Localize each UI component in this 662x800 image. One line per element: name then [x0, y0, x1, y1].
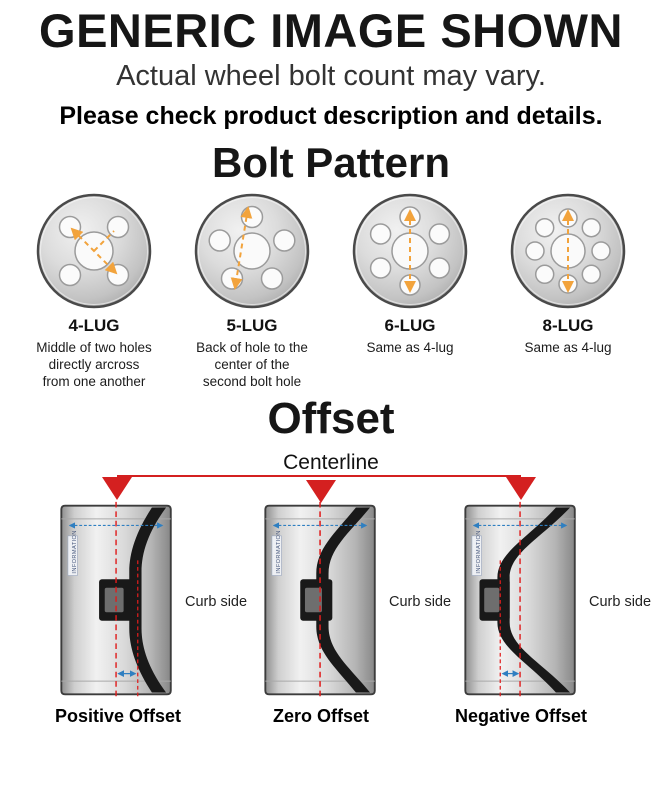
wheel-sticker [67, 535, 78, 576]
curb-side-label: Curb side [389, 593, 452, 610]
lug-description: Middle of two holes directly arcross fro… [36, 339, 152, 389]
wheel-sticker [471, 535, 482, 576]
zero-offset-label: Zero Offset [272, 705, 370, 726]
centerline-arrow-icon [306, 479, 336, 503]
lug-figure-5: 5-LUG Back of hole to the center of the … [181, 191, 323, 390]
hub-slot [104, 587, 124, 613]
offset-section: Offset Centerline INFORMATION [0, 394, 662, 736]
lug-figure-4: 4-LUG Middle of two holes directly arcro… [23, 191, 165, 390]
wheel-highlight [198, 196, 306, 305]
spoke-cross-section [316, 507, 371, 693]
offset-title: Offset [267, 393, 395, 443]
lug-row: 4-LUG Middle of two holes directly arcro… [0, 191, 662, 390]
centerline-arrow-icon [102, 476, 132, 500]
lug-figure-6: 6-LUG Same as 4-lug [339, 191, 481, 390]
curb-side-label: Curb side [185, 593, 248, 610]
wheel-6-lug-illustration [352, 193, 468, 309]
page-note: Please check product description and det… [59, 101, 603, 130]
negative-offset-label: Negative Offset [454, 705, 588, 726]
measurement-lines [230, 205, 253, 290]
lug-figure-8: 8-LUG Same as 4-lug [497, 191, 639, 390]
wheel-5-lug-illustration [194, 193, 310, 309]
measurement-lines [70, 227, 118, 275]
wheel-highlight [356, 196, 464, 305]
lug-label: 5-LUG [226, 315, 278, 335]
bolt-pattern-title: Bolt Pattern [211, 138, 450, 186]
positive-offset-wheel-illustration: INFORMATION [60, 501, 172, 698]
positive-offset-label: Positive Offset [54, 705, 182, 726]
hub-slot [304, 587, 322, 613]
page-title: GENERIC IMAGE SHOWN [39, 4, 623, 57]
lug-description: Same as 4-lug [524, 339, 612, 355]
lug-label: 4-LUG [68, 315, 120, 335]
lug-description: Same as 4-lug [366, 339, 454, 355]
lug-holes [58, 215, 130, 287]
wheel-4-lug-illustration [36, 193, 152, 309]
wheel-8-lug-illustration [510, 193, 626, 309]
wheel-sticker-text: INFORMATION [476, 530, 482, 573]
bolt-pattern-section: Bolt Pattern 4-LUG [0, 139, 662, 390]
hub-slot [484, 587, 500, 613]
lug-label: 6-LUG [384, 315, 436, 335]
wheel-highlight [40, 196, 148, 305]
offset-diagram: Centerline INFORMATION [0, 444, 662, 736]
curb-side-label: Curb side [589, 593, 652, 610]
centerline-arrow-icon [506, 476, 536, 500]
wheel-sticker [271, 535, 282, 576]
infographic-page: GENERIC IMAGE SHOWN Actual wheel bolt co… [0, 0, 662, 736]
centerline-horizontal-rule [117, 474, 521, 477]
lug-description: Back of hole to the center of the second… [196, 339, 308, 389]
negative-offset-wheel-illustration: INFORMATION [464, 501, 576, 698]
centerline-label: Centerline [0, 450, 662, 475]
wheel-sticker-text: INFORMATION [276, 530, 282, 573]
spoke-cross-section [497, 507, 571, 693]
spoke-cross-section [129, 507, 167, 693]
header: GENERIC IMAGE SHOWN Actual wheel bolt co… [0, 0, 662, 131]
wheel-sticker-text: INFORMATION [72, 530, 78, 573]
lug-label: 8-LUG [542, 315, 594, 335]
wheel-highlight [514, 196, 622, 305]
page-subtitle: Actual wheel bolt count may vary. [116, 59, 546, 92]
zero-offset-wheel-illustration: INFORMATION [264, 501, 376, 698]
